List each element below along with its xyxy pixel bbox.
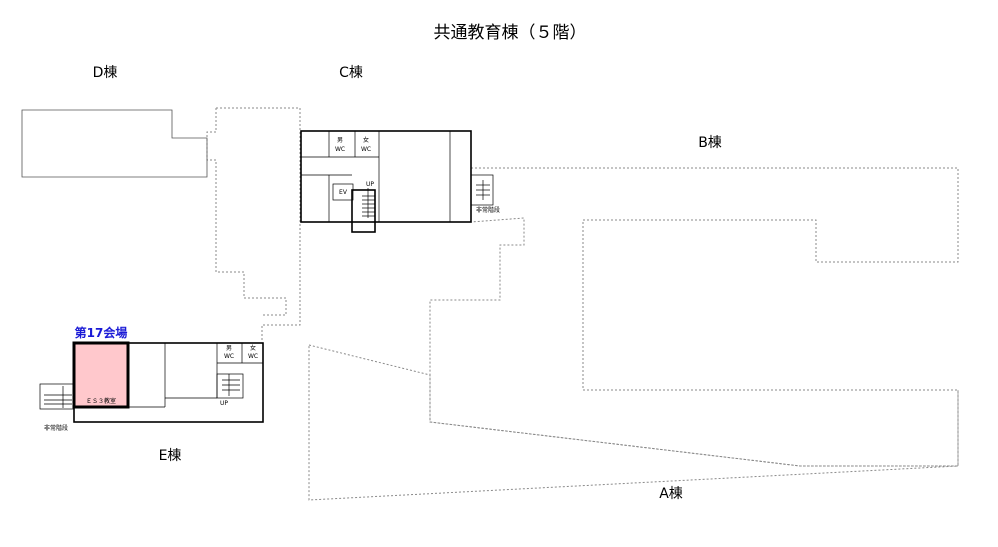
c-emergency-stairs-label: 非常階段 [476,206,500,214]
e-men-wc-label: WC [224,353,234,360]
c-up-label: UP [366,181,374,188]
corridor-outline [206,107,301,340]
c-men-label: 男 [337,137,343,144]
e-emergency-stairs-label: 非常階段 [44,424,68,432]
a-building-outline [308,344,959,501]
venue-label: 第17会場 [75,325,128,340]
e-women-wc-label: WC [248,353,258,360]
e-women-label: 女 [250,344,256,352]
c-building-label: C棟 [339,65,363,81]
d-building-label: D棟 [93,65,118,81]
b-wing-walkway-outline [429,167,959,467]
c-building [300,130,494,233]
c-men-wc-label: WC [335,146,345,153]
venue-room-highlight[interactable] [72,341,130,409]
e-men-label: 男 [226,345,232,352]
c-women-wc-label: WC [361,146,371,153]
e-up-label: UP [220,400,228,407]
venue-room-label: ＥＳ３教室 [86,397,116,405]
e-building-label: E棟 [159,448,182,464]
a-building-label: A棟 [659,486,683,502]
map-title: 共通教育棟（５階） [434,23,587,43]
c-ev-label: EV [339,189,348,196]
d-building-outline [21,109,208,178]
b-building-label: B棟 [698,135,722,151]
e-building [39,342,264,423]
c-women-label: 女 [363,136,369,144]
